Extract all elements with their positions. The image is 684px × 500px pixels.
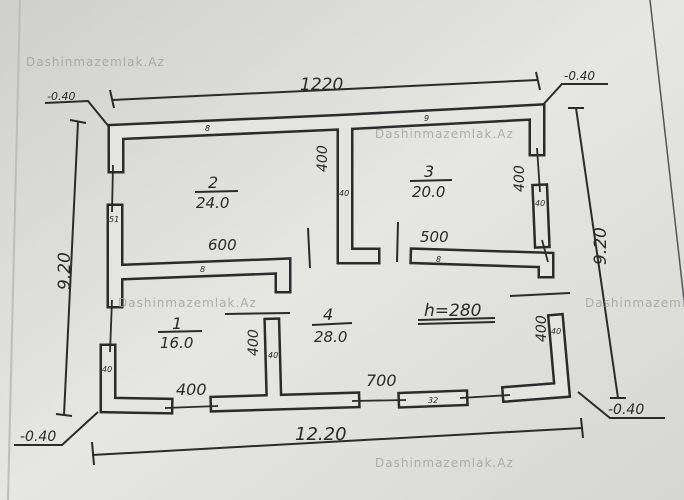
room-4: 4 28.0 xyxy=(311,305,353,346)
wall-length-400-bottom: 400 xyxy=(176,380,207,399)
watermark: Dashinmazemlak.Az xyxy=(26,55,165,69)
watermark: Dashinmazemlak.Az xyxy=(118,296,257,310)
room-1: 1 16.0 xyxy=(157,314,203,352)
room-area: 24.0 xyxy=(196,194,229,212)
room-3: 3 20.0 xyxy=(409,162,453,201)
room-number: 1 xyxy=(172,314,182,333)
right-height-label: 9.20 xyxy=(591,227,611,265)
wall-mark: 8 xyxy=(436,255,441,264)
wall-mark: 32 xyxy=(428,396,438,405)
wall-mark: 40 xyxy=(268,351,278,360)
wall-length-600: 600 xyxy=(208,236,237,254)
room-area: 20.0 xyxy=(412,183,445,201)
room-number: 2 xyxy=(208,173,218,192)
watermark: Dashinmazemlak.Az xyxy=(375,127,514,141)
wall-length-right-lower: 400 xyxy=(534,315,550,342)
watermark: Dashinmazemlak.Az xyxy=(585,296,684,310)
watermark: Dashinmazemlak.Az xyxy=(375,456,514,470)
wall-length-right-upper: 400 xyxy=(512,165,528,192)
ceiling-height-label: h=280 xyxy=(424,301,481,321)
dimension-lines xyxy=(14,71,665,466)
room-area: 28.0 xyxy=(314,328,347,346)
walls xyxy=(99,103,572,415)
wall-length-divider: 400 xyxy=(315,145,331,172)
wall-mark: 40 xyxy=(551,327,561,336)
level-bottom-right: -0.40 xyxy=(608,402,644,418)
wall-mark: 9 xyxy=(424,114,429,123)
wall-marks: 8 9 51 8 8 40 40 40 40 40 32 xyxy=(102,114,561,405)
wall-mark: 51 xyxy=(109,215,119,224)
room-2: 2 24.0 xyxy=(194,173,239,212)
top-width-label: 1220 xyxy=(300,75,343,95)
wall-length-mid: 400 xyxy=(246,329,262,356)
room-number: 4 xyxy=(323,305,333,324)
wall-mark: 8 xyxy=(200,265,205,274)
room-number: 3 xyxy=(424,162,434,181)
paper-edge xyxy=(7,0,21,500)
wall-mark: 40 xyxy=(339,189,349,198)
left-height-label: 9.20 xyxy=(55,252,75,290)
bottom-width-label: 12.20 xyxy=(295,424,347,445)
room-area: 16.0 xyxy=(160,334,193,352)
page-border-line xyxy=(649,0,684,301)
wall-length-500: 500 xyxy=(420,228,449,246)
wall-mark: 8 xyxy=(205,124,210,133)
level-top-right: -0.40 xyxy=(564,69,595,83)
wall-length-700-bottom: 700 xyxy=(366,371,397,390)
wall-mark: 40 xyxy=(102,365,112,374)
level-top-left: -0.40 xyxy=(47,90,75,103)
level-bottom-left: -0.40 xyxy=(20,429,56,445)
wall-mark: 40 xyxy=(535,199,545,208)
